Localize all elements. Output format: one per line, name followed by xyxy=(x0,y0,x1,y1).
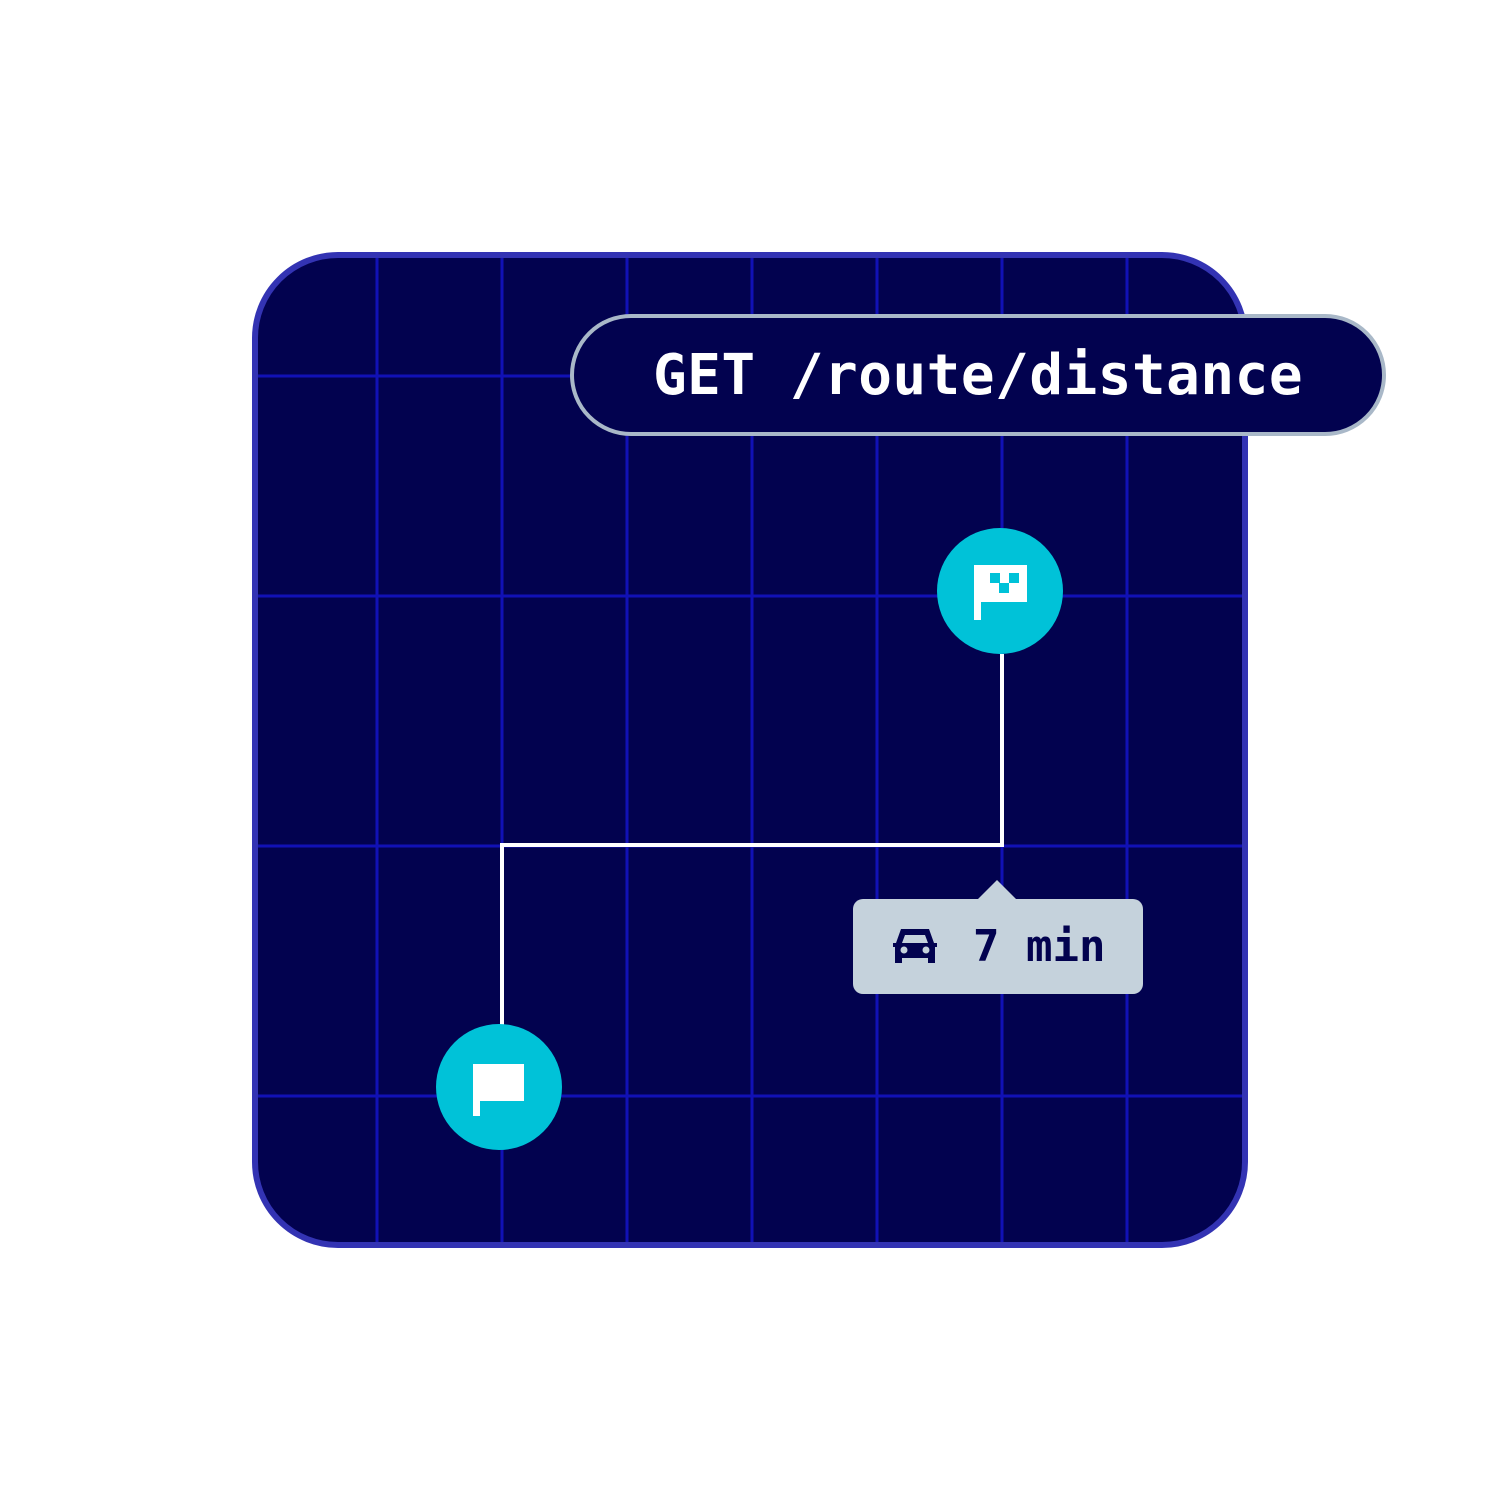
origin-marker[interactable] xyxy=(436,1024,562,1150)
tooltip-arrow xyxy=(975,880,1019,902)
car-icon xyxy=(893,928,937,963)
tooltip-box: 7 min xyxy=(853,899,1143,994)
route-line xyxy=(500,654,1004,1037)
destination-marker[interactable] xyxy=(937,528,1063,654)
flag-icon xyxy=(473,1064,524,1116)
endpoint-label: GET /route/distance xyxy=(570,314,1386,436)
travel-duration: 7 min xyxy=(973,921,1106,972)
map-grid xyxy=(258,258,1242,1242)
checkered-flag-icon xyxy=(974,565,1027,620)
travel-time-tooltip: 7 min xyxy=(853,878,1143,994)
endpoint-text: GET /route/distance xyxy=(652,342,1304,408)
